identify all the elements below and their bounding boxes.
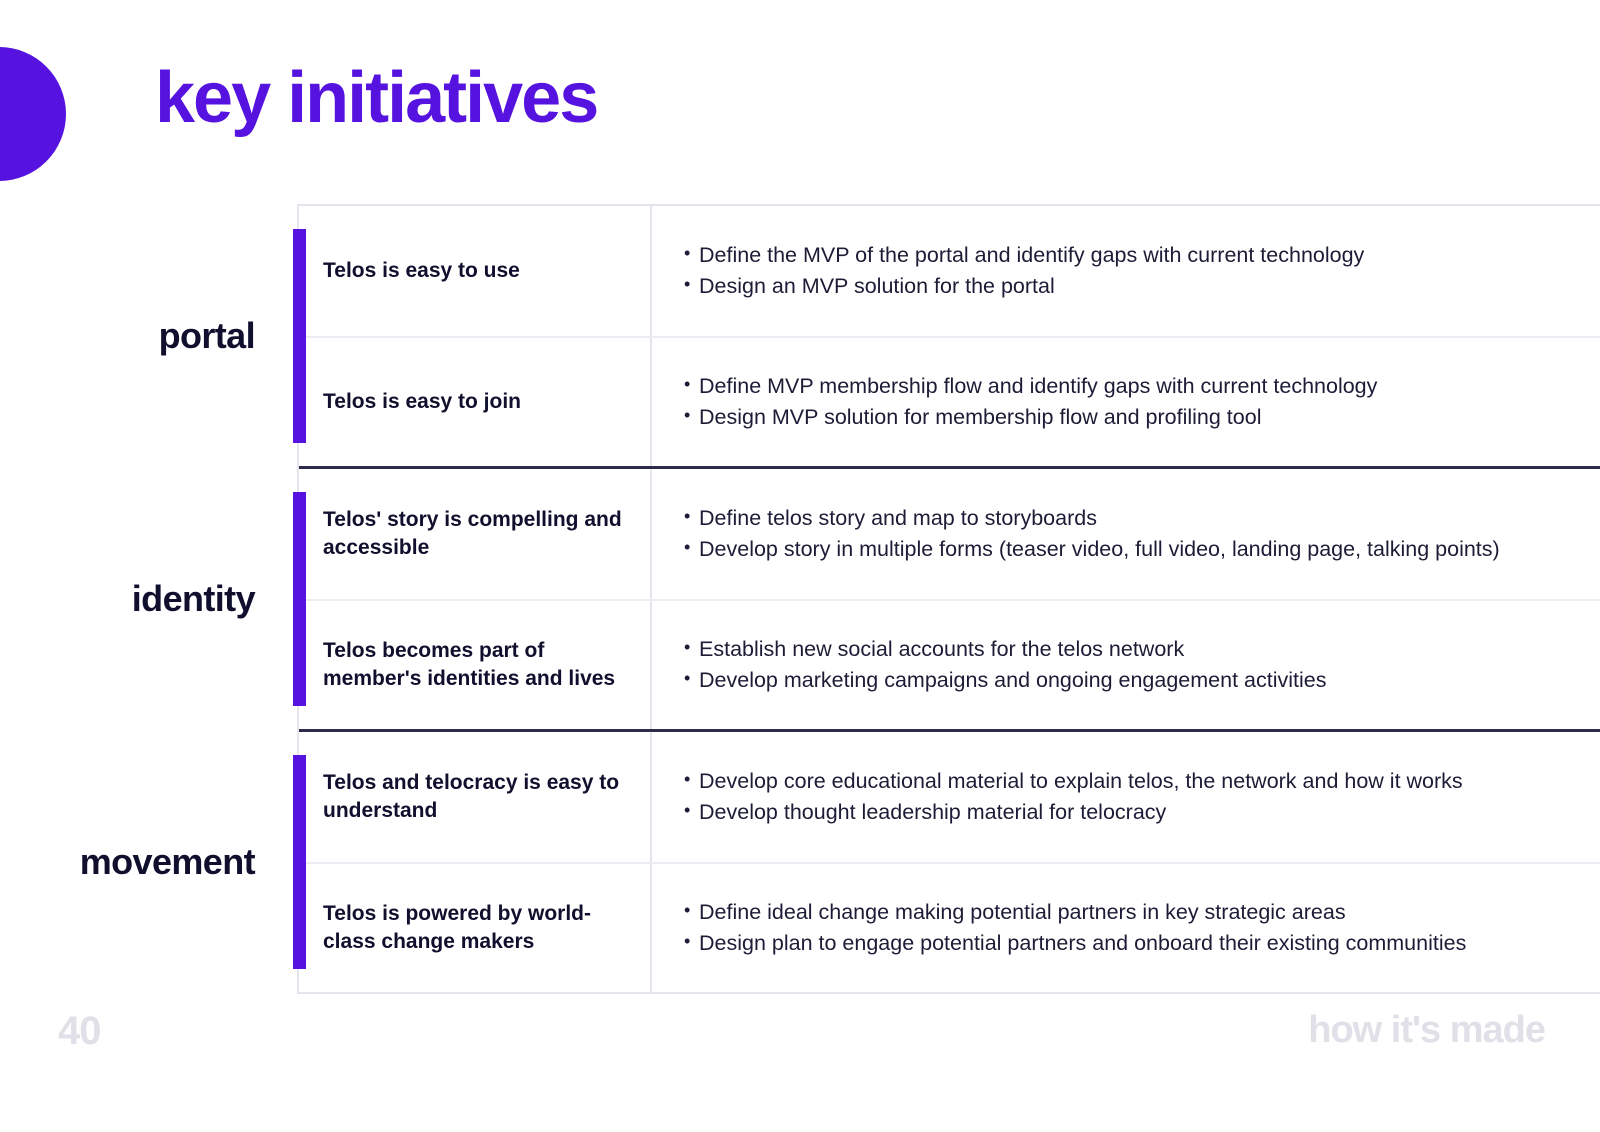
row-label: Telos is powered by world-class change m… [299,864,652,992]
list-item: Define telos story and map to storyboard… [684,505,1600,533]
page-title: key initiatives [155,58,599,138]
row-label: Telos becomes part of member's identitie… [299,601,652,729]
list-item: Establish new social accounts for the te… [684,636,1600,664]
row-label: Telos is easy to use [299,206,652,336]
table-row: Telos' story is compelling and accessibl… [299,469,1600,599]
group-label: identity [131,578,256,619]
page-number: 40 [58,1009,101,1053]
row-bullets: Develop core educational material to exp… [652,758,1600,836]
initiatives-matrix: portal Telos is easy to use Define the M… [80,204,1600,994]
table-row: Telos is powered by world-class change m… [299,862,1600,992]
group-label: movement [79,841,256,882]
list-item: Develop core educational material to exp… [684,768,1600,796]
initiative-group: identity Telos' story is compelling and … [132,466,1600,729]
list-item: Develop story in multiple forms (teaser … [684,536,1600,564]
row-label: Telos' story is compelling and accessibl… [299,469,652,599]
row-label: Telos and telocracy is easy to understan… [299,732,652,862]
initiative-group: portal Telos is easy to use Define the M… [159,206,1600,466]
footer-caption: how it's made [1308,1009,1546,1051]
row-bullets: Define ideal change making potential par… [652,889,1600,967]
row-bullets: Establish new social accounts for the te… [652,626,1600,704]
initiative-group: movement Telos and telocracy is easy to … [80,729,1600,994]
table-row: Telos is easy to join Define MVP members… [299,336,1600,466]
list-item: Define the MVP of the portal and identif… [684,242,1600,270]
list-item: Define ideal change making potential par… [684,899,1600,927]
group-accent-bar [293,755,306,969]
group-accent-bar [293,229,306,443]
row-bullets: Define MVP membership flow and identify … [652,363,1600,441]
row-bullets: Define telos story and map to storyboard… [652,495,1600,573]
group-label: portal [158,315,256,356]
list-item: Develop thought leadership material for … [684,799,1600,827]
row-bullets: Define the MVP of the portal and identif… [652,232,1600,310]
row-label: Telos is easy to join [299,338,652,466]
list-item: Design plan to engage potential partners… [684,930,1600,958]
table-row: Telos becomes part of member's identitie… [299,599,1600,729]
list-item: Design MVP solution for membership flow … [684,404,1600,432]
list-item: Develop marketing campaigns and ongoing … [684,667,1600,695]
table-row: Telos is easy to use Define the MVP of t… [299,206,1600,336]
group-accent-bar [293,492,306,706]
list-item: Design an MVP solution for the portal [684,273,1600,301]
list-item: Define MVP membership flow and identify … [684,373,1600,401]
decorative-circle [0,47,66,181]
table-row: Telos and telocracy is easy to understan… [299,732,1600,862]
